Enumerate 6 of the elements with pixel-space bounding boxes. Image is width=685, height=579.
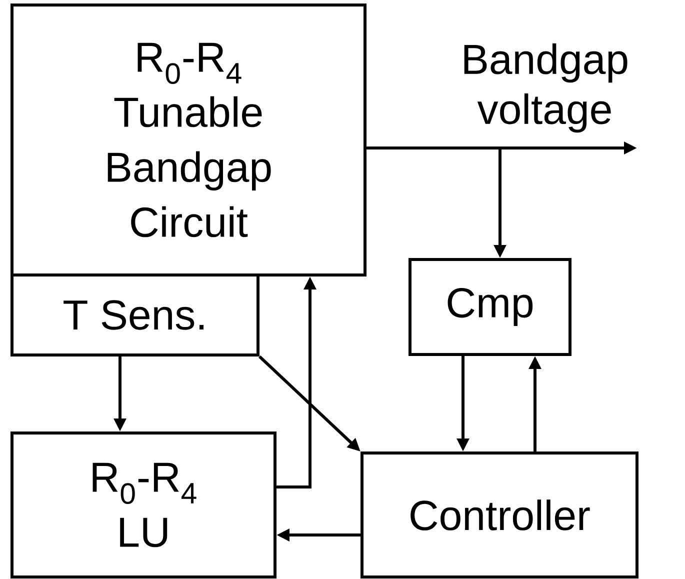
controller-box: Controller: [360, 452, 638, 578]
comparator-box: Cmp: [408, 258, 572, 356]
sensor-box: T Sens.: [10, 274, 260, 356]
edge-label: Bandgap voltage: [439, 42, 651, 134]
lookup-box: R$_{0}$-R$_{4}$ LU: [10, 432, 276, 578]
circuit-box: R$_{0}$-R$_{4}$ Tunable Bandgap Circuit: [10, 4, 366, 276]
